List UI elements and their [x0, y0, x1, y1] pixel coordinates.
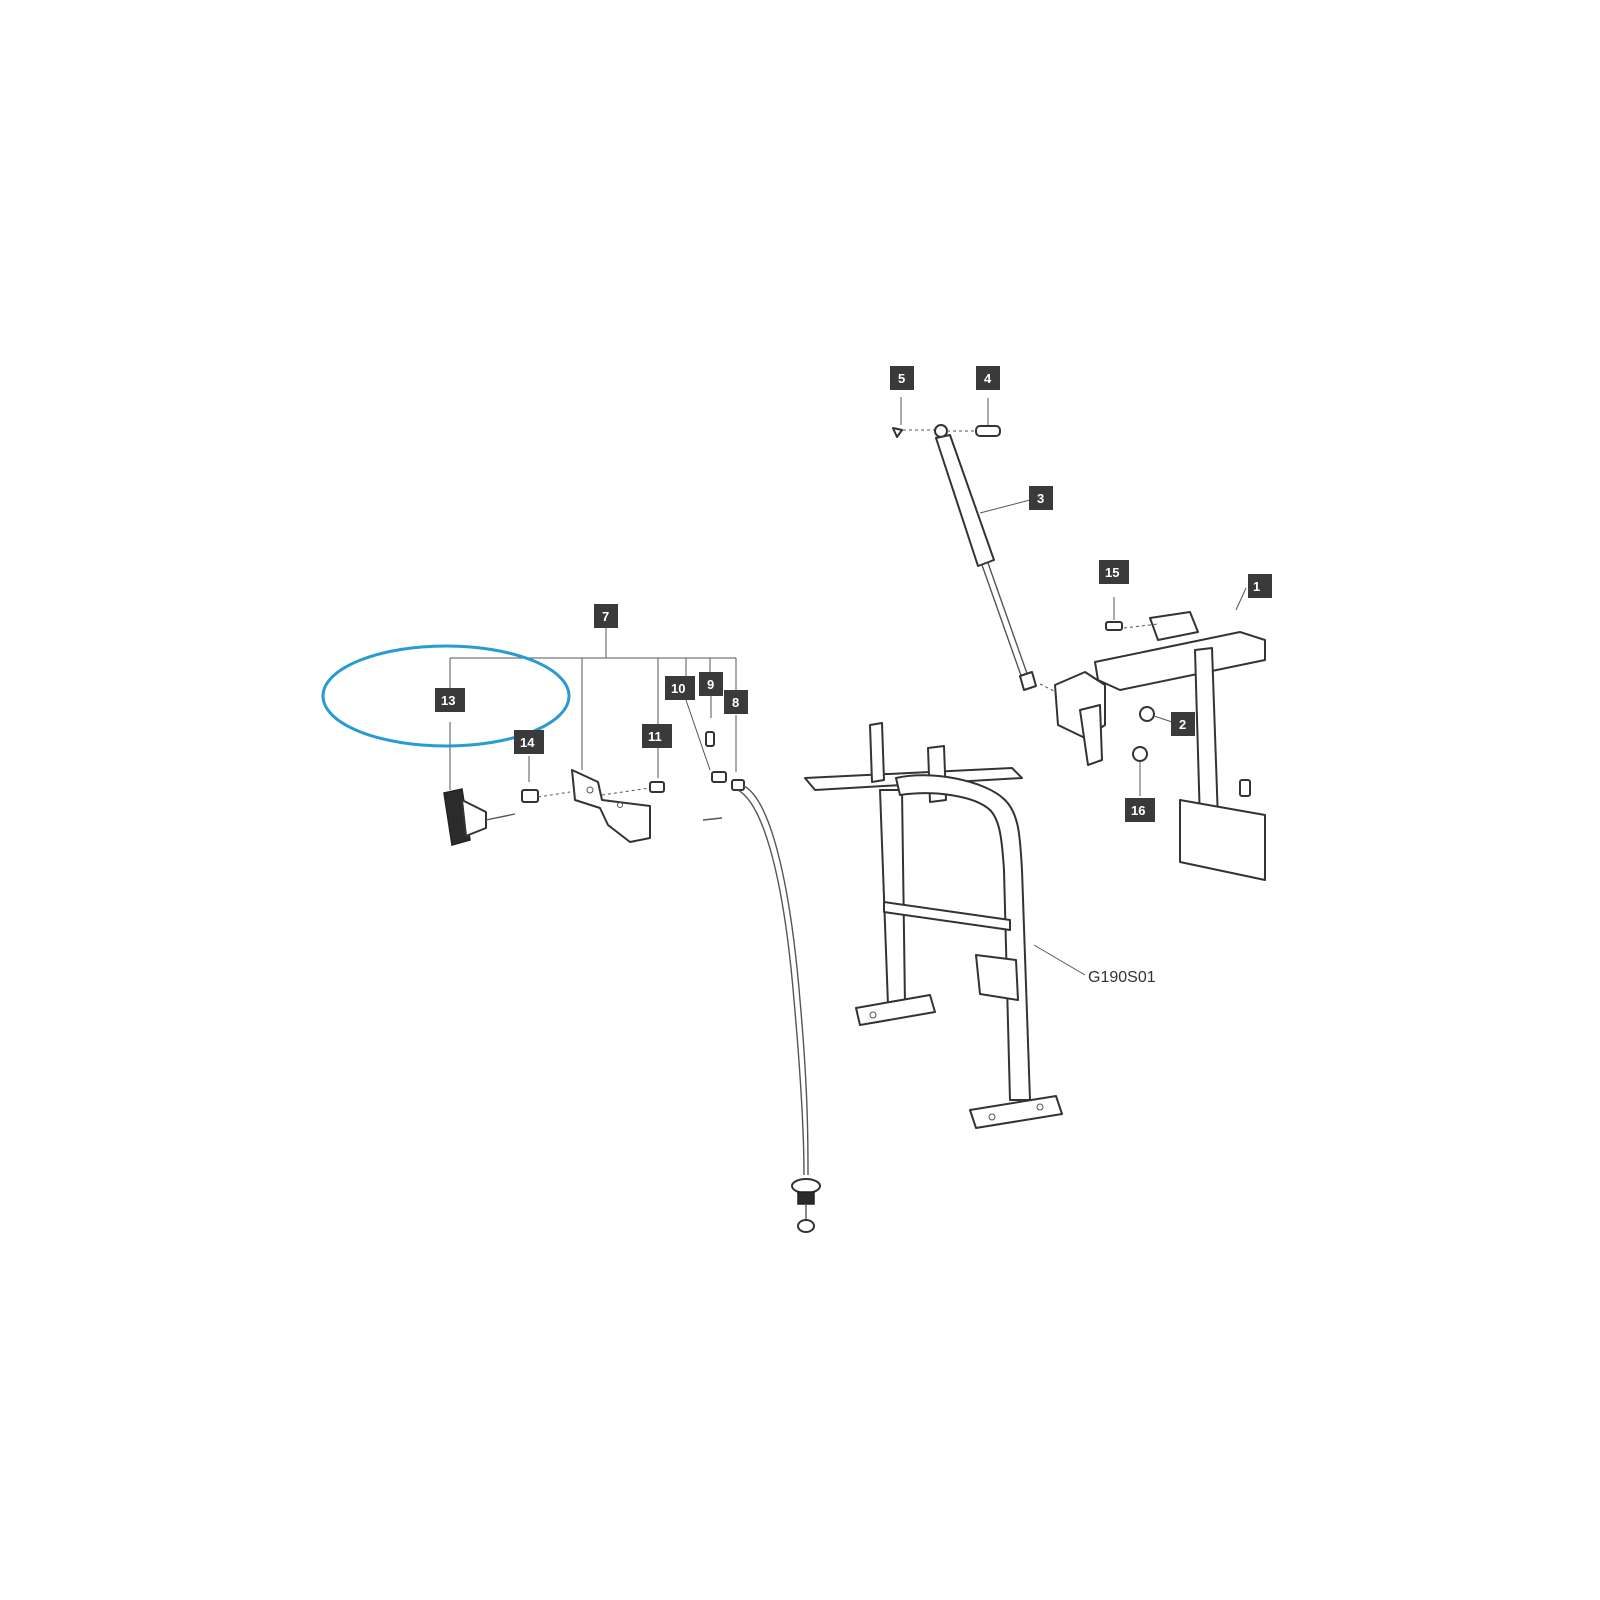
pin-part-10 — [702, 817, 723, 821]
callout-1: 1 — [1248, 574, 1272, 598]
callout-2: 2 — [1171, 712, 1195, 736]
callout-5: 5 — [890, 366, 914, 390]
svg-text:16: 16 — [1131, 803, 1145, 818]
callout-11: 11 — [642, 724, 672, 748]
callout-4: 4 — [976, 366, 1000, 390]
svg-text:5: 5 — [898, 371, 905, 386]
drawing-code-label: G190S01 — [1088, 969, 1156, 986]
clip-part-9 — [705, 731, 715, 747]
highlight-ring-13 — [321, 644, 571, 748]
callout-7: 7 — [594, 604, 618, 628]
callout-8: 8 — [724, 690, 748, 714]
callout-13: 13 — [435, 688, 465, 712]
bushing-part-14 — [521, 789, 571, 803]
stand-frame — [804, 722, 1086, 1129]
svg-text:14: 14 — [520, 735, 535, 750]
bolt-part-16 — [1132, 746, 1148, 796]
mounting-bracket — [571, 769, 651, 843]
svg-text:3: 3 — [1037, 491, 1044, 506]
cable-part-8 — [711, 771, 821, 1233]
svg-text:15: 15 — [1105, 565, 1119, 580]
callout-10: 10 — [665, 676, 695, 700]
svg-text:1: 1 — [1253, 579, 1260, 594]
svg-text:10: 10 — [671, 681, 685, 696]
leader-lines-assembly-7 — [449, 625, 737, 790]
svg-text:4: 4 — [984, 371, 992, 386]
svg-text:11: 11 — [648, 729, 662, 744]
svg-text:7: 7 — [602, 609, 609, 624]
svg-text:13: 13 — [441, 693, 455, 708]
knob-part-13 — [443, 788, 516, 846]
svg-text:2: 2 — [1179, 717, 1186, 732]
callout-9: 9 — [699, 672, 723, 696]
gas-strut-part-3 — [892, 397, 1037, 691]
callout-15: 15 — [1099, 560, 1129, 584]
nut-part-2 — [1139, 706, 1173, 723]
callout-16: 16 — [1125, 798, 1155, 822]
svg-text:9: 9 — [707, 677, 714, 692]
callout-14: 14 — [514, 730, 544, 754]
callout-3: 3 — [1029, 486, 1053, 510]
main-frame-part-1 — [1039, 587, 1266, 881]
svg-text:8: 8 — [732, 695, 739, 710]
bolt-part-11 — [601, 781, 665, 796]
